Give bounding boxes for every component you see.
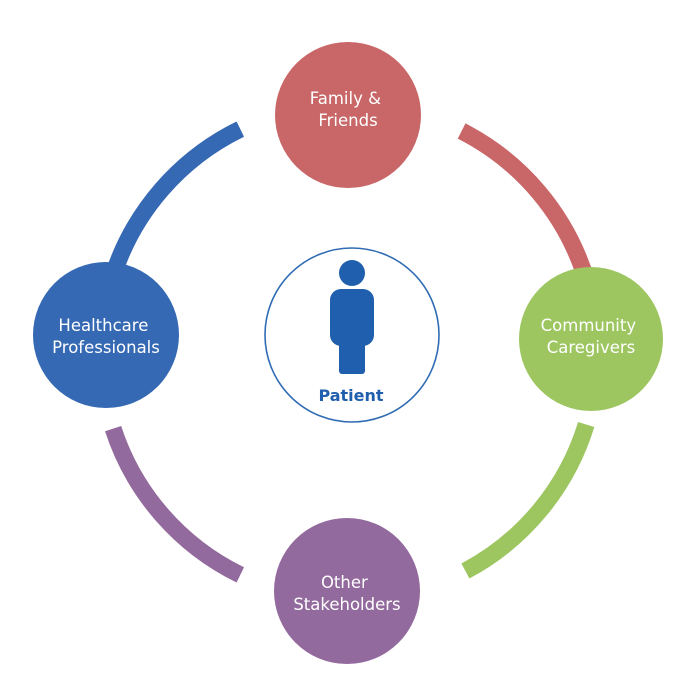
node-label-community-caregivers-line2: Caregivers xyxy=(547,338,636,357)
person-icon xyxy=(330,260,374,374)
node-label-family-friends-line1: Family & xyxy=(310,89,381,108)
arc-stakeholders-to-healthcare xyxy=(105,425,245,583)
patient-label: Patient xyxy=(318,386,383,405)
node-circle-healthcare-professionals xyxy=(33,262,179,408)
connector-ring xyxy=(105,121,595,583)
node-healthcare-professionals: Healthcare Professionals xyxy=(33,262,179,408)
svg-text:Community Caregivers: Community Caregivers xyxy=(541,316,642,357)
node-label-other-stakeholders-line1: Other xyxy=(321,573,368,592)
svg-text:Other Stakeholders: Other Stakeholders xyxy=(293,573,400,614)
node-other-stakeholders: Other Stakeholders xyxy=(274,518,420,664)
node-circle-other-stakeholders xyxy=(274,518,420,664)
node-label-other-stakeholders-line2: Stakeholders xyxy=(293,595,400,614)
node-label-community-caregivers-line1: Community xyxy=(541,316,637,335)
arc-community-to-stakeholders xyxy=(461,421,595,579)
patient-center: Patient xyxy=(264,247,440,423)
arc-healthcare-to-family xyxy=(105,121,245,279)
node-label-healthcare-professionals-line2: Professionals xyxy=(52,338,160,357)
arc-family-to-community xyxy=(457,123,595,283)
node-label-family-friends-line2: Friends xyxy=(318,111,377,130)
node-community-caregivers: Community Caregivers xyxy=(519,267,663,411)
node-label-healthcare-professionals-line1: Healthcare xyxy=(58,316,148,335)
node-family-friends: Family & Friends xyxy=(275,42,421,188)
svg-text:Healthcare Professionals: Healthcare Professionals xyxy=(52,316,160,357)
svg-text:Family & Friends: Family & Friends xyxy=(310,89,386,130)
node-circle-family-friends xyxy=(275,42,421,188)
node-circle-community-caregivers xyxy=(519,267,663,411)
